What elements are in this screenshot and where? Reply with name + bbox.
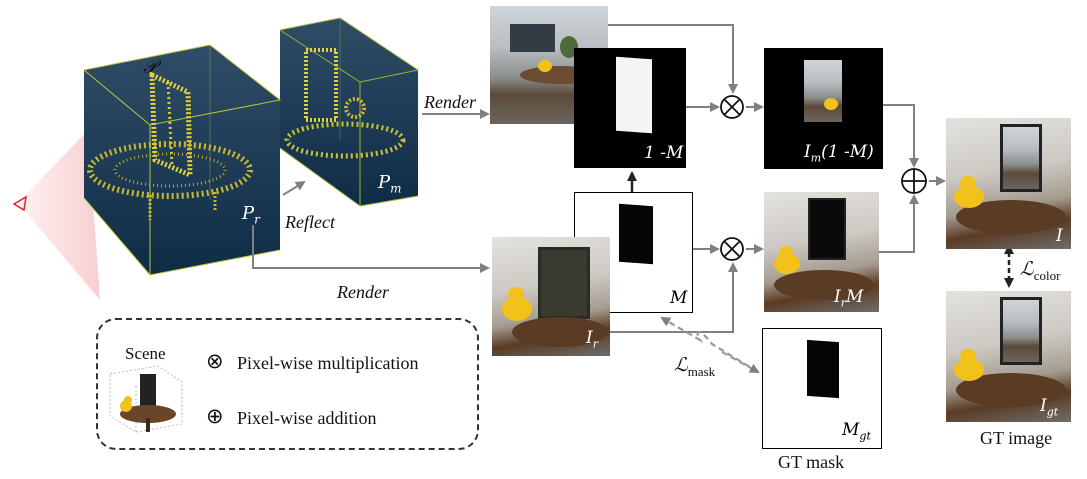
legend-scene-thumbnail [108, 364, 188, 436]
reflect-label: Reflect [285, 212, 335, 232]
scene-render-image [492, 237, 610, 356]
im-to-multiply-line [608, 24, 738, 94]
legend-add-label: Pixel-wise addition [237, 408, 377, 428]
composited-output-image [946, 118, 1071, 249]
multiply-operator-bottom [720, 237, 744, 261]
mask-loss-arrow [660, 316, 759, 373]
camera-frustum [12, 130, 100, 300]
legend-add-icon: ⊕ [206, 404, 224, 428]
masked-scene-tag: IrM [834, 287, 864, 310]
color-loss-label: ℒcolor [1020, 258, 1061, 283]
render-bottom-label: Render [337, 282, 389, 302]
top-branch-to-add-line [883, 104, 919, 168]
ground-truth-tag: Igt [1040, 396, 1059, 419]
gt-mask-caption: GT mask [778, 452, 845, 472]
point-cloud-label: 𝒫 [143, 56, 157, 78]
reflected-point-cloud [279, 17, 420, 207]
masked-scene-image [764, 192, 879, 312]
reflect-arrow [282, 180, 306, 196]
inverse-mask-tag: 1 -M [644, 143, 684, 163]
ground-truth-mask-tag: Mgt [842, 420, 871, 443]
composited-output-tag: I [1056, 226, 1063, 246]
reflected-points-label: Pm [378, 172, 402, 196]
render-bottom-arrow [252, 225, 490, 273]
masked-reflection-tag: Im(1 -M) [804, 142, 874, 165]
masked-reflection-image [764, 48, 883, 169]
predicted-mask-tag: M [670, 288, 688, 308]
rendered-points-label: Pr [242, 203, 260, 227]
legend [96, 318, 479, 450]
add-operator [901, 168, 927, 194]
ground-truth-image [946, 291, 1071, 422]
legend-multiply-label: Pixel-wise multiplication [237, 353, 419, 373]
scene-render-tag: Ir [586, 328, 598, 351]
legend-scene-label: Scene [125, 344, 166, 363]
ir-to-multiply-line [610, 262, 738, 333]
inverse-mask-image [574, 48, 686, 168]
multiply-operator-top [720, 95, 744, 119]
gt-image-caption: GT image [980, 428, 1053, 448]
legend-multiply-icon: ⊗ [206, 349, 224, 373]
mask-loss-label: ℒmask [674, 354, 716, 379]
bottom-branch-to-add-line [879, 194, 919, 253]
scene-point-cloud [83, 44, 282, 276]
render-top-label: Render [424, 92, 476, 112]
ground-truth-mask-image [762, 328, 882, 449]
